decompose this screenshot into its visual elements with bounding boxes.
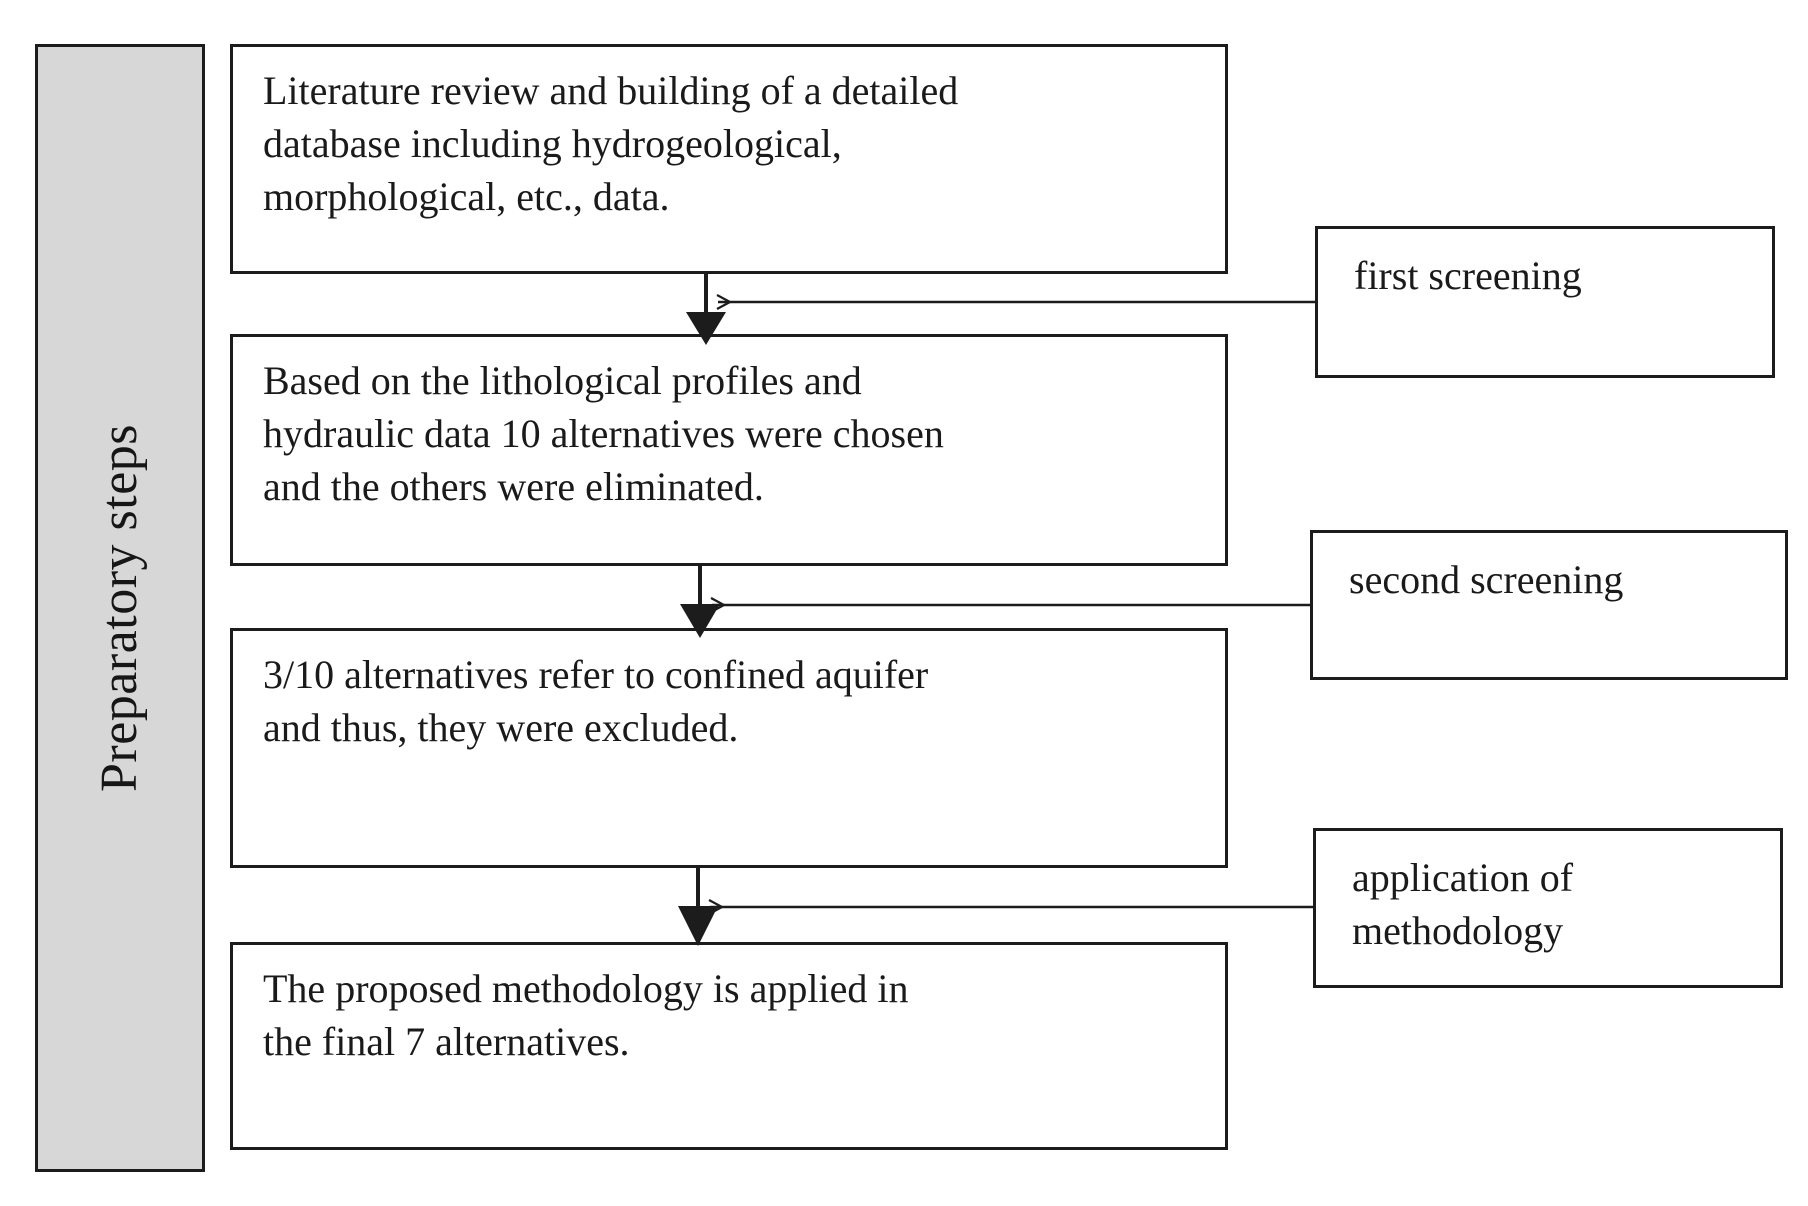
flow-step-text-1: Literature review and building of a deta… xyxy=(263,68,959,219)
annotation-text-first-screening: first screening xyxy=(1354,253,1582,298)
flow-step-box-4: The proposed methodology is applied in t… xyxy=(230,942,1228,1150)
annotation-text-application-of-methodology: application of methodology xyxy=(1352,855,1574,954)
annotation-box-second-screening: second screening xyxy=(1310,530,1788,680)
annotation-text-second-screening: second screening xyxy=(1349,557,1624,602)
flow-step-box-1: Literature review and building of a deta… xyxy=(230,44,1228,274)
annotation-box-first-screening: first screening xyxy=(1315,226,1775,378)
annotation-box-application-of-methodology: application of methodology xyxy=(1313,828,1783,988)
flow-step-text-2: Based on the lithological profiles and h… xyxy=(263,358,944,509)
connector-step3-to-step4 xyxy=(678,868,718,946)
flow-step-text-3: 3/10 alternatives refer to confined aqui… xyxy=(263,652,929,750)
preparatory-steps-band: Preparatory steps xyxy=(35,44,205,1172)
flow-step-text-4: The proposed methodology is applied in t… xyxy=(263,966,909,1064)
flow-step-box-2: Based on the lithological profiles and h… xyxy=(230,334,1228,566)
flow-step-box-3: 3/10 alternatives refer to confined aqui… xyxy=(230,628,1228,868)
preparatory-steps-band-label: Preparatory steps xyxy=(91,423,148,793)
